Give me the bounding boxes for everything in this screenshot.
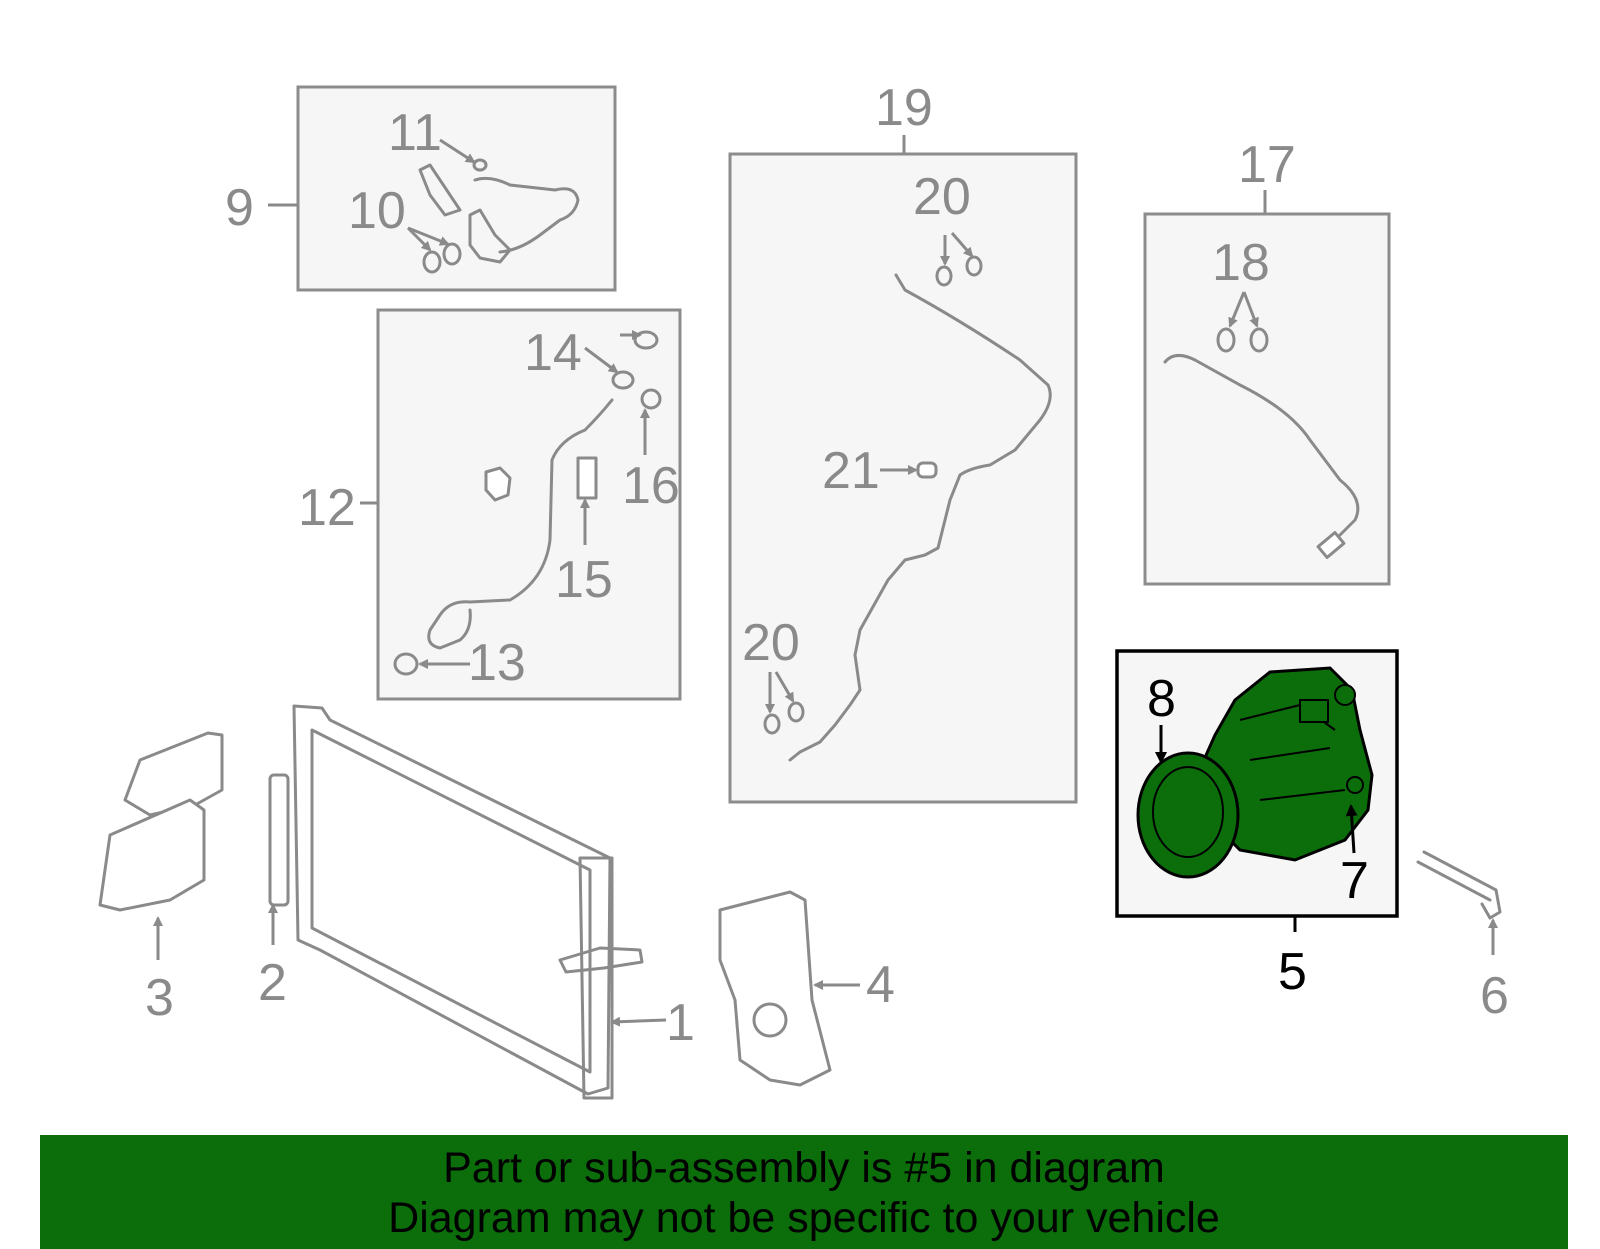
- condenser-1: [292, 704, 612, 1096]
- callout-17[interactable]: 17: [1238, 136, 1296, 194]
- group-19[interactable]: 19 20 20 21: [728, 79, 1078, 804]
- oring-20c: [763, 713, 781, 735]
- group-17[interactable]: 17 18: [1143, 136, 1391, 586]
- callout-2[interactable]: 2: [258, 954, 287, 1012]
- drier-2: [268, 773, 290, 907]
- fitting-9: [468, 208, 512, 264]
- group-3[interactable]: 3: [98, 731, 224, 1027]
- group-9[interactable]: 9 11 10: [225, 85, 617, 292]
- oring-14b: [611, 370, 635, 390]
- oring-20b: [965, 255, 983, 277]
- callout-1[interactable]: 1: [666, 994, 695, 1052]
- oring-20a: [935, 265, 953, 287]
- part-21: [916, 461, 938, 479]
- group-1[interactable]: 1: [292, 704, 695, 1100]
- callout-3[interactable]: 3: [145, 969, 174, 1027]
- callout-15[interactable]: 15: [555, 551, 613, 609]
- duct-4-hole: [752, 1002, 788, 1038]
- callout-20-bottom[interactable]: 20: [742, 614, 800, 672]
- callout-6[interactable]: 6: [1480, 967, 1509, 1025]
- callout-7[interactable]: 7: [1340, 852, 1369, 910]
- duct-3b: [98, 798, 206, 912]
- callout-18[interactable]: 18: [1212, 234, 1270, 292]
- group-2[interactable]: 2: [258, 773, 290, 1012]
- hose-12: [427, 398, 614, 650]
- callout-4[interactable]: 4: [866, 956, 895, 1014]
- oring-18a: [1216, 327, 1236, 353]
- callout-8[interactable]: 8: [1147, 670, 1176, 728]
- bolt-6: [1416, 850, 1502, 920]
- oring-11: [472, 158, 488, 172]
- hose-17: [1163, 354, 1360, 547]
- callout-21[interactable]: 21: [822, 442, 880, 500]
- clip-12: [484, 466, 512, 502]
- callout-5[interactable]: 5: [1278, 943, 1307, 1001]
- callout-11[interactable]: 11: [388, 104, 442, 162]
- callout-16[interactable]: 16: [622, 457, 680, 515]
- duct-3a: [123, 731, 224, 817]
- part-15: [576, 456, 598, 500]
- oring-18b: [1249, 327, 1269, 353]
- callout-14[interactable]: 14: [524, 324, 582, 382]
- disclaimer-banner: Part or sub-assembly is #5 in diagram Di…: [40, 1135, 1568, 1249]
- compressor-5: [1136, 666, 1374, 879]
- pipe-19: [788, 273, 1052, 762]
- bracket-9: [418, 163, 462, 217]
- callout-9[interactable]: 9: [225, 179, 254, 237]
- callout-10[interactable]: 10: [348, 182, 406, 240]
- callout-19[interactable]: 19: [875, 79, 933, 137]
- box-19: [728, 152, 1078, 804]
- condenser-fitting-1: [558, 946, 644, 974]
- oring-13: [393, 652, 419, 676]
- condenser-core-1: [310, 728, 592, 1074]
- fitting-17: [1316, 531, 1346, 559]
- oring-10a: [422, 250, 442, 274]
- callout-13[interactable]: 13: [468, 634, 526, 692]
- banner-line-2: Diagram may not be specific to your vehi…: [388, 1194, 1220, 1242]
- hose-9: [473, 176, 580, 254]
- banner-line-1: Part or sub-assembly is #5 in diagram: [443, 1144, 1165, 1192]
- oring-14a: [633, 330, 659, 350]
- callout-12[interactable]: 12: [298, 479, 356, 537]
- callout-20-top[interactable]: 20: [913, 168, 971, 226]
- oring-10b: [442, 242, 462, 266]
- condenser-tank-1: [578, 856, 614, 1100]
- duct-4: [718, 890, 832, 1087]
- oring-20d: [787, 701, 805, 723]
- group-6[interactable]: 6: [1416, 850, 1509, 1025]
- group-4[interactable]: 4: [718, 890, 895, 1087]
- group-12[interactable]: 12 14 16 15 13: [298, 308, 682, 701]
- cap-16: [640, 388, 662, 410]
- group-5[interactable]: 5 8 7: [1115, 649, 1399, 1001]
